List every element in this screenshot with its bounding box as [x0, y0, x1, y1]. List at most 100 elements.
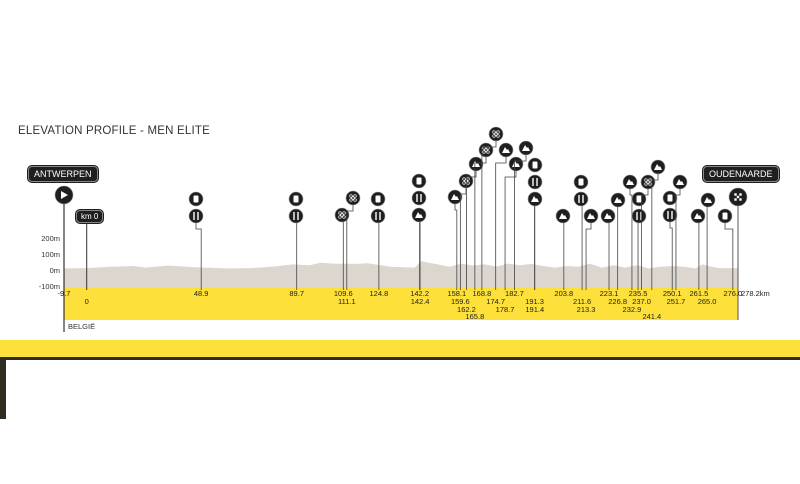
climb-icon [610, 192, 626, 208]
climb-icon [622, 174, 638, 190]
climb-glyph [472, 161, 480, 167]
feed-zone-icon [288, 191, 304, 207]
country-label: BELGIË [68, 322, 96, 331]
km-label: 223.1 [600, 289, 619, 298]
can-glyph [578, 178, 584, 186]
cutlery-glyph [578, 195, 584, 203]
climb-icon [498, 142, 514, 158]
marker-line [585, 223, 592, 290]
cobble-glyph [353, 194, 357, 198]
marker-line [495, 157, 507, 290]
feed-zone-icon [662, 190, 678, 206]
cobble-glyph [482, 150, 486, 154]
cutlery-glyph [375, 212, 381, 220]
climb-icon [508, 156, 524, 172]
footer-side-bar [0, 360, 6, 419]
icon-bg [188, 208, 204, 224]
icon-bg [573, 191, 589, 207]
icon-bg [640, 174, 656, 190]
cobbles-icon [488, 126, 504, 142]
marker-line [466, 171, 477, 290]
footer-divider [0, 357, 800, 360]
cobble-glyph [646, 180, 650, 184]
km-label: 162.2 [457, 305, 476, 314]
icon-bg [488, 126, 504, 142]
feed-zone-icon [411, 173, 427, 189]
km-label: 165.8 [465, 312, 484, 321]
cobble-glyph [644, 178, 648, 182]
km-label: 142.2 [410, 289, 429, 298]
marker-line [724, 223, 734, 290]
climb-glyph [614, 197, 622, 203]
checker-glyph [739, 193, 742, 196]
cobble-glyph [644, 182, 648, 186]
km-label: 178.7 [496, 305, 515, 314]
km-label: 48.9 [194, 289, 209, 298]
food-icon [631, 208, 647, 224]
km-band [64, 288, 738, 320]
icon-bg [662, 207, 678, 223]
km-label: 232.9 [623, 305, 642, 314]
climb-icon [690, 208, 706, 224]
cutlery-glyph [293, 212, 299, 220]
checker-glyph [734, 193, 737, 196]
end-km-label: 278.2km [741, 289, 770, 298]
marker-line [481, 141, 497, 290]
km-label: 191.4 [525, 305, 544, 314]
climb-glyph [704, 197, 712, 203]
marker-line [454, 204, 458, 290]
climb-icon [672, 174, 688, 190]
climb-icon [411, 207, 427, 223]
finish-label: OUDENAARDE [703, 166, 779, 182]
icon-bg [345, 190, 361, 206]
y-tick-label: 200m [41, 234, 60, 243]
climb-glyph [522, 145, 530, 151]
cobbles-icon [458, 173, 474, 189]
km-label: 182.7 [505, 289, 524, 298]
km-label: 203.8 [554, 289, 573, 298]
cutlery-glyph [532, 178, 538, 186]
cobble-glyph [496, 134, 500, 138]
km-label: 213.3 [577, 305, 596, 314]
can-glyph [193, 195, 199, 203]
km-label: 261.5 [690, 289, 709, 298]
cutlery-glyph [667, 211, 673, 219]
food-icon [188, 208, 204, 224]
climb-icon [468, 156, 484, 172]
y-tick-label: -100m [39, 282, 60, 291]
cobbles-icon [345, 190, 361, 206]
marker-line [629, 189, 633, 290]
km-label: 265.0 [698, 297, 717, 306]
km-label: 168.8 [472, 289, 491, 298]
marker-line [641, 189, 649, 290]
climb-glyph [626, 179, 634, 185]
climb-icon [518, 140, 534, 156]
icon-bg [527, 174, 543, 190]
km-label: 191.3 [525, 297, 544, 306]
km-label: 89.7 [289, 289, 304, 298]
feed-zone-icon [573, 174, 589, 190]
km-label: 142.4 [411, 297, 430, 306]
finish-icon [728, 187, 748, 207]
climb-glyph [694, 213, 702, 219]
climb-glyph [604, 213, 612, 219]
cobble-glyph [486, 150, 490, 154]
elevation-profile-area [64, 261, 738, 288]
food-icon [527, 174, 543, 190]
marker-line [504, 171, 517, 290]
cobble-glyph [349, 198, 353, 202]
cobble-glyph [496, 130, 500, 134]
cutlery-glyph [193, 212, 199, 220]
climb-glyph [512, 161, 520, 167]
marker-line [669, 222, 673, 290]
can-glyph [416, 177, 422, 185]
food-icon [288, 208, 304, 224]
cobbles-icon [640, 174, 656, 190]
cobble-glyph [464, 179, 468, 183]
climb-icon [700, 192, 716, 208]
food-icon [573, 191, 589, 207]
marker-line [346, 205, 354, 290]
cobbles-icon [478, 142, 494, 158]
climb-glyph [559, 213, 567, 219]
